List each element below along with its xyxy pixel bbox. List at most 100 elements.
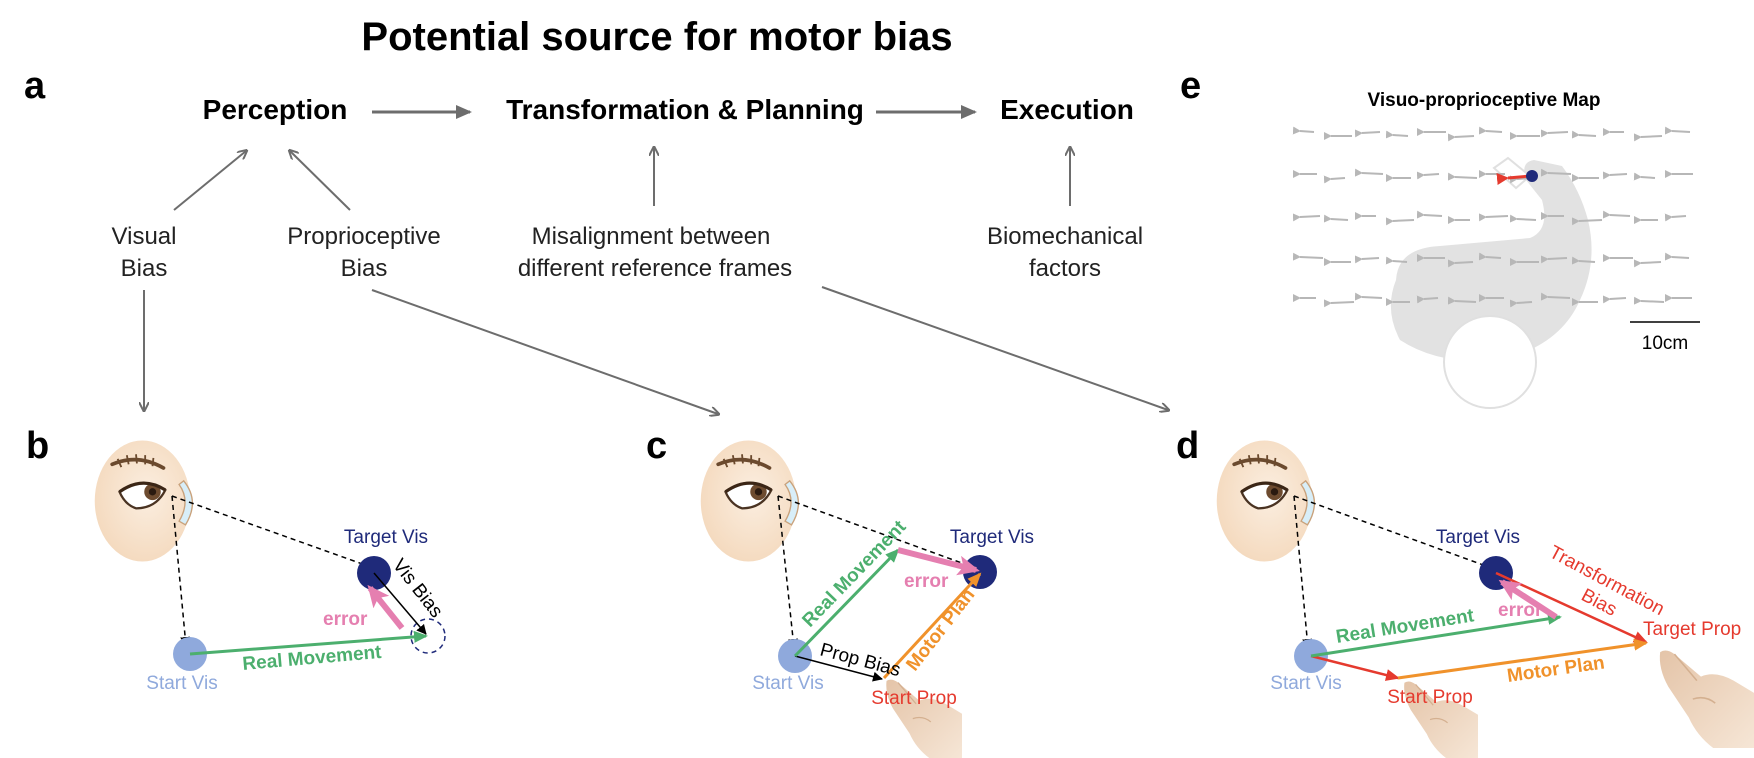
biomechanical-label-2: factors [1029,255,1101,282]
map-title: Visuo-proprioceptive Map [1368,90,1601,111]
panel-letter-b: b [26,425,49,467]
real-movement-arrow [1310,612,1562,658]
stage-planning: Transformation & Planning [506,94,864,125]
map-vector [1540,129,1569,138]
map-vector [1447,172,1478,181]
visual-bias-label-1: Visual [112,223,177,250]
map-vector [1633,133,1663,142]
misalignment-label-2: different reference frames [518,255,792,282]
arrow-misalign-to-d [821,286,1168,410]
start-vis-label: Start Vis [1270,673,1341,694]
biomechanical-label-1: Biomechanical [987,223,1143,250]
panel-d: Target Vis Transformation Bias error Rea… [1214,438,1754,758]
map-vector [1416,295,1439,304]
map-vector [1664,213,1687,222]
map-vector [1447,133,1475,142]
eye-icon [1214,438,1317,564]
map-vector [1292,252,1324,261]
error-label: error [323,609,368,630]
start-vis-label: Start Vis [752,673,823,694]
arrow-prop-to-c [371,289,718,414]
stage-perception: Perception [203,94,348,125]
panel-letter-e: e [1180,65,1201,107]
target-vis-circle [963,555,997,589]
target-vis-label: Target Vis [1436,527,1520,548]
visual-bias-label-2: Bias [121,255,168,282]
map-vector [1664,126,1691,135]
motor-plan-arrow [882,572,982,680]
target-vis-label: Target Vis [344,527,428,548]
panel-letter-a: a [24,65,46,107]
prop-bias-label-1: Proprioceptive [287,223,440,250]
map-vector [1323,175,1346,184]
prop-bias-arrow [794,655,883,682]
motor-plan-label: Motor Plan [902,585,979,675]
map-vector [1571,256,1596,265]
error-arrow [1498,579,1558,620]
panel-b: Target Vis Vis Bias error Real Movement … [92,438,447,694]
map-vector [1354,292,1383,301]
target-prop-label: Target Prop [1643,619,1741,640]
map-vector [1416,171,1440,180]
map-vector [1292,126,1315,135]
map-vector [1323,299,1355,308]
map-vector [1323,214,1349,223]
map-vector [1354,255,1380,264]
map-vector [1447,296,1477,305]
source-arrows [144,148,1168,414]
prop-bias-label-2: Bias [341,255,388,282]
error-arrow [367,584,405,630]
body-silhouette [1390,156,1592,409]
misalignment-label-1: Misalignment between [532,223,771,250]
map-vector [1385,130,1409,139]
map-vector [1633,296,1665,305]
map-vector [1385,217,1415,226]
map-vector [1509,214,1537,223]
panel-e: Visuo-proprioceptive Map 10cm [1292,90,1700,409]
panel-letter-d: d [1176,425,1199,467]
arrow-visual-to-perception [173,151,246,211]
map-vector [1354,129,1381,138]
map-vector [1633,259,1662,268]
start-prop-label: Start Prop [871,688,957,709]
real-movement-arrow [793,548,900,658]
map-vector [1602,210,1631,219]
panel-letter-c: c [646,425,667,467]
start-bias-arrow [1310,654,1400,681]
stage-execution: Execution [1000,94,1134,125]
map-vector [1509,299,1533,308]
real-movement-label: Real Movement [798,516,910,631]
map-vector [1602,295,1627,304]
hand-icon [1659,649,1754,748]
eye-icon [698,438,801,564]
map-vector [1354,168,1384,177]
motor-plan-label: Motor Plan [1506,652,1606,686]
scale-bar-label: 10cm [1642,333,1688,354]
arrow-prop-to-perception [290,151,351,211]
perceived-target-circle [410,618,446,654]
map-vector [1633,172,1656,181]
eye-icon [92,438,195,564]
map-vector [1540,168,1572,177]
map-vector [1416,210,1443,219]
map-vector [1602,171,1628,180]
real-movement-label: Real Movement [242,642,383,675]
map-vector [1540,292,1571,301]
start-vis-label: Start Vis [146,673,217,694]
map-vector [1571,130,1597,139]
start-prop-label: Start Prop [1387,687,1473,708]
vis-bias-label: Vis Bias [388,555,447,622]
error-arrow [897,547,980,576]
map-vector [1385,256,1408,265]
map-vector [1540,255,1568,264]
map-vector [1478,126,1503,135]
real-movement-arrow [189,630,428,656]
map-vector [1292,213,1321,222]
map-vector [1571,217,1603,226]
target-vis-label: Target Vis [950,527,1034,548]
error-label: error [904,571,949,592]
figure-title: Potential source for motor bias [361,15,952,59]
map-vector [1478,213,1509,222]
prop-bias-label: Prop Bias [818,640,903,682]
